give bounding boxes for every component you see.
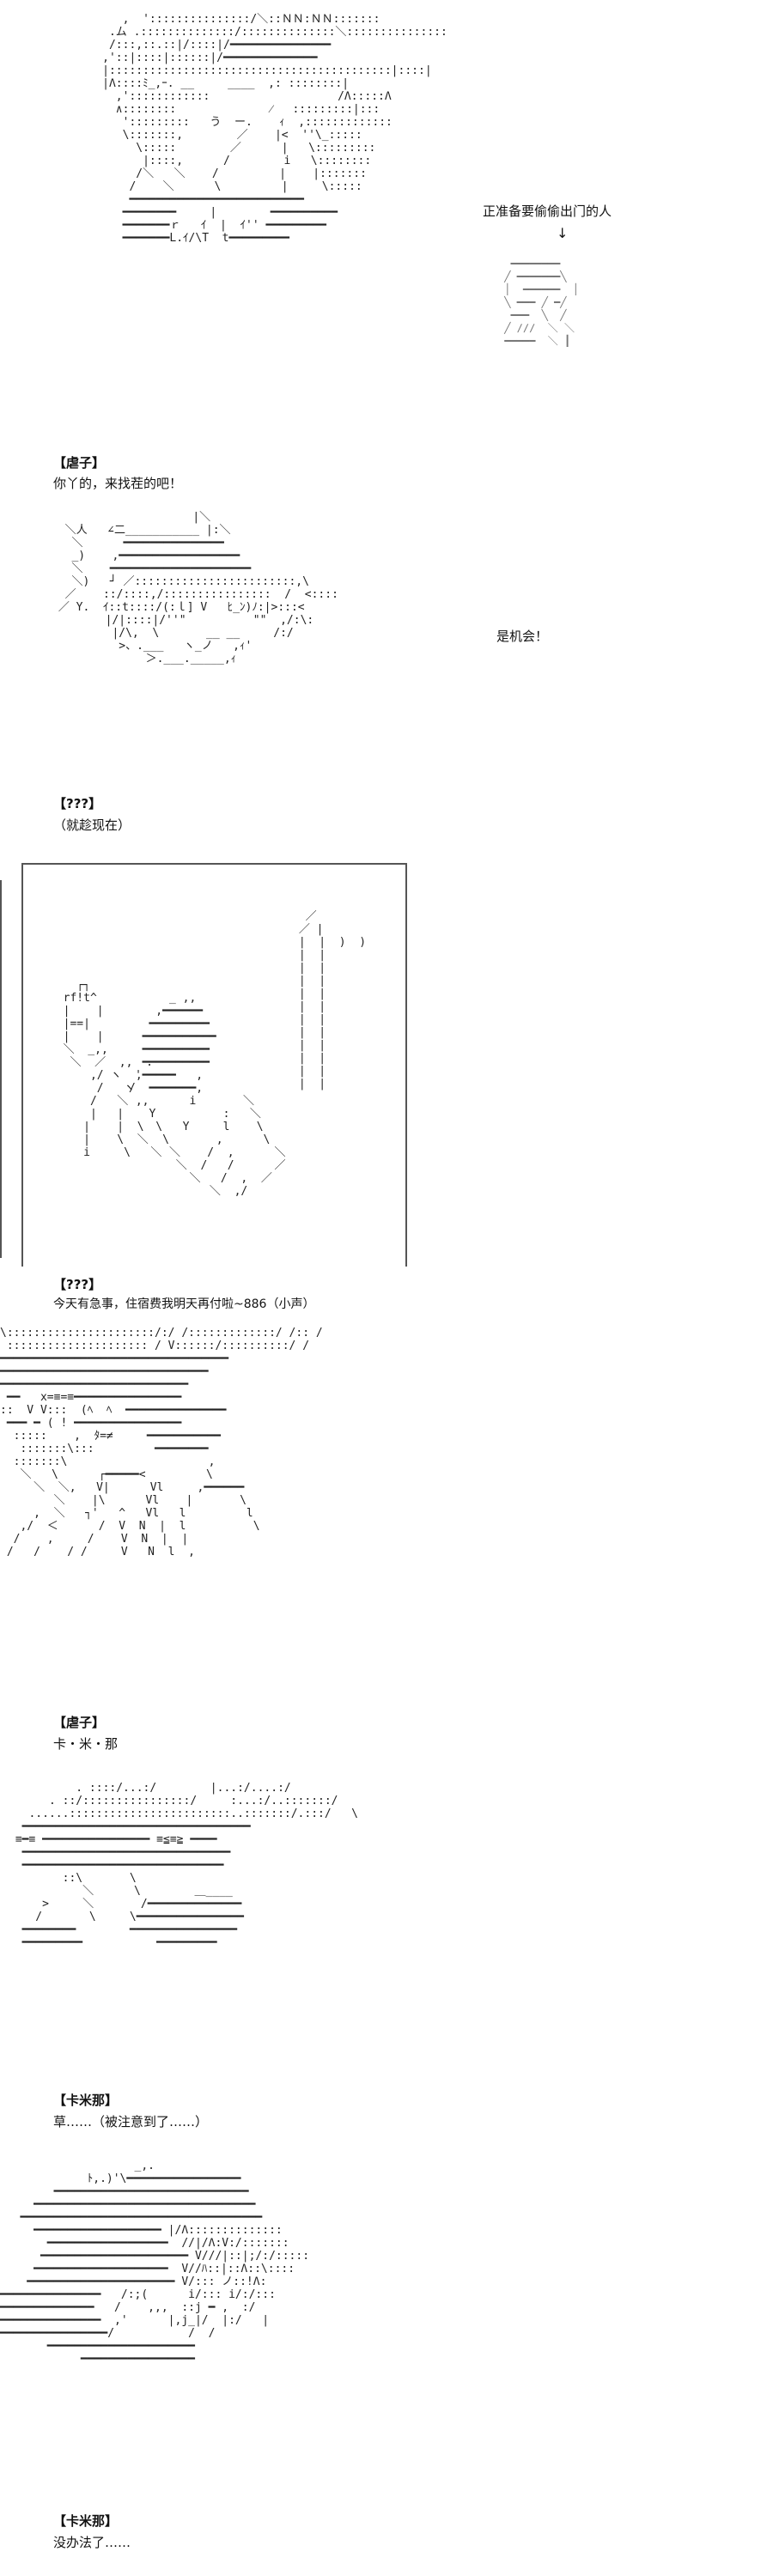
dialog-line: 你丫的，来找茬的吧！ (53, 476, 183, 491)
speaker-label: 【卡米那】 (53, 2513, 119, 2529)
speaker-label: 【虐子】 (53, 1715, 106, 1730)
ascii-art-door: ／ ／ | | | ) ) | | | | | | | | | | | | | … (298, 910, 367, 1091)
narration-caption: 正准备要偷偷出门的人 (483, 204, 612, 219)
down-arrow-icon: ↓ (557, 225, 569, 241)
speaker-label: 【???】 (53, 796, 102, 811)
panel-frame-left (21, 863, 23, 1267)
speaker-label: 【卡米那】 (53, 2093, 119, 2108)
aside-thought: 是机会！ (496, 629, 549, 644)
dialog-line: 今天有急事，住宿费我明天再付啦~886（小声） (53, 1297, 315, 1311)
ascii-art-startled-face: . ::::/...:/ |...:/....:/ . ::/:::::::::… (15, 1782, 358, 1949)
ascii-art-arm: ┌┐ rf!t^ | | |==| | | ＼ _,, ＼ ／ ,, . ,/ … (63, 979, 162, 1159)
ascii-art-grinning-face: \::::::::::::::::::::::/:/ /::::::::::::… (0, 1327, 323, 1558)
ascii-art-shouting-face: |＼ ＼人 ∠二___________ |:＼ ＼ ━━━━━━━━━━━━━━… (58, 511, 338, 665)
speaker-label: 【???】 (53, 1277, 102, 1292)
panel-left-border (0, 880, 2, 1258)
ascii-art-resigned-figure: _,. ﾄ,.)'\━━━━━━━━━━━━━━━━━ ━━━━━━━━━━━━… (0, 2160, 310, 2366)
dialog-line: （就趁现在） (53, 817, 131, 833)
dialog-line: 没办法了…… (53, 2535, 131, 2550)
speaker-label: 【虐子】 (53, 455, 106, 471)
dialog-line: 卡・米・那 (53, 1736, 119, 1752)
dialog-line: 草……（被注意到了……） (53, 2114, 209, 2129)
panel-frame-top (21, 863, 407, 865)
ascii-art-hooded-figure: , ':::::::::::::::/＼::ＮＮ:ＮＮ::::::: .ム .:… (102, 13, 447, 245)
ascii-art-sneaking-figure: ━━━━━━━━ ╱ ━━━━━━━╲ │ ━━━━━━ │ ╲ ━━━ ╱ ━… (504, 258, 579, 347)
panel-frame-right (405, 863, 407, 1267)
ascii-art-figure-leaving: _ ,, ,━━━━━━ ━━━━━━━━━ ━━━━━━━━━━━ ━━━━━… (129, 992, 286, 1198)
